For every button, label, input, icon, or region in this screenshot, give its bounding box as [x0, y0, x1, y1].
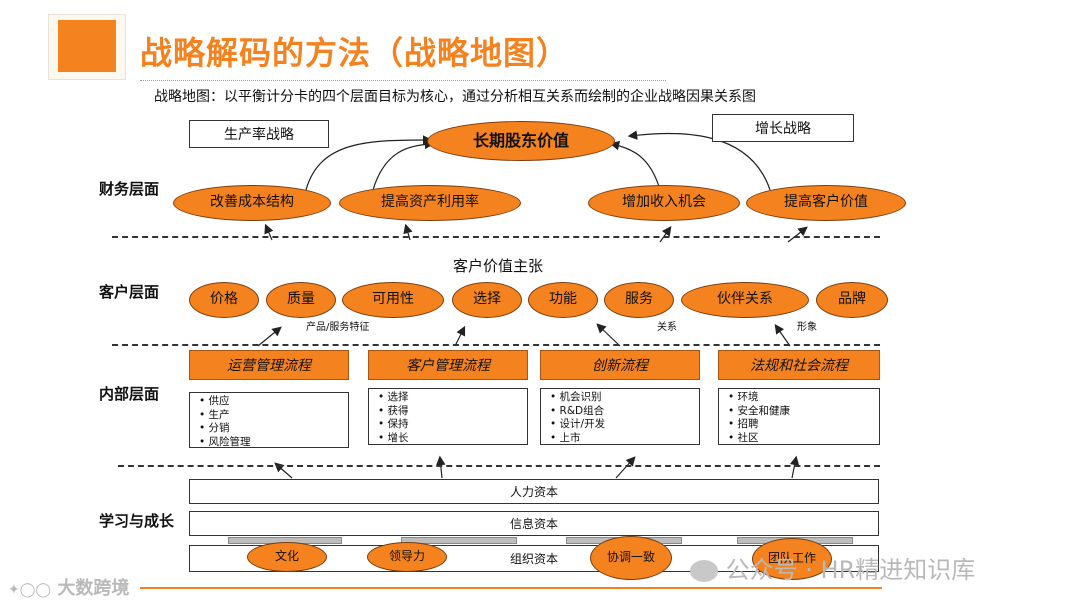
human-capital-bar: 人力资本 [189, 479, 879, 504]
org-culture: 文化 [247, 542, 327, 572]
customer-attribute: 服务 [604, 282, 674, 318]
title-divider [140, 80, 666, 81]
customer-attribute: 质量 [266, 282, 336, 318]
page-subtitle: 战略地图：以平衡计分卡的四个层面目标为核心，通过分析相互关系而绘制的企业战略因果… [154, 89, 756, 105]
process-regulatory-header: 法规和社会流程 [718, 350, 880, 380]
layer-customer-label: 客户层面 [99, 283, 160, 301]
org-alignment: 协调一致 [590, 536, 672, 580]
group-label-image: 形象 [797, 322, 817, 333]
arrow-asset-to-value [372, 139, 435, 191]
customer-attribute: 功能 [528, 282, 598, 318]
customer-attribute: 伙伴关系 [681, 282, 809, 318]
logo-square [58, 20, 116, 72]
group-label-relation: 关系 [657, 322, 677, 333]
process-regulatory-list: 环境安全和健康招聘社区 [718, 388, 880, 445]
org-leadership: 领导力 [367, 542, 447, 572]
group-label-product-service: 产品/服务特征 [306, 322, 370, 333]
customer-attribute: 品牌 [816, 282, 888, 318]
customer-value-title: 客户价值主张 [453, 257, 544, 275]
customer-attribute: 选择 [452, 282, 522, 318]
finance-goal: 提高客户价值 [746, 185, 906, 221]
watermark-right: 公众号 · HR精进知识库 [690, 550, 975, 585]
org-teamwork: 团队工作 [752, 538, 832, 580]
wechat-icon [690, 560, 718, 582]
layer-finance-label: 财务层面 [99, 180, 160, 198]
watermark-left: ✦◯◯ 大数跨境 [8, 578, 130, 599]
process-operations-list: 供应生产分销风险管理 [189, 392, 349, 448]
arrow-revenue-to-value [609, 140, 661, 191]
growth-strategy-box: 增长战略 [712, 114, 854, 142]
process-operations-header: 运营管理流程 [189, 350, 349, 380]
layer-internal-label: 内部层面 [99, 385, 160, 403]
customer-attribute: 价格 [189, 282, 259, 318]
process-customer-list: 选择获得保持增长 [368, 388, 528, 445]
layer-learning-label: 学习与成长 [99, 512, 175, 530]
customer-attribute: 可用性 [342, 282, 444, 318]
finance-goal: 改善成本结构 [173, 185, 331, 221]
process-customer-header: 客户管理流程 [368, 350, 528, 380]
arrow-cost-to-value [305, 135, 433, 191]
divider-customer-internal [112, 344, 880, 346]
finance-goal: 增加收入机会 [588, 185, 740, 221]
footer-accent-line [140, 587, 882, 589]
process-innovation-list: 机会识别R&D组合设计/开发上市 [540, 388, 700, 445]
arrow-customer-to-value [627, 130, 771, 191]
divider-finance-customer [112, 236, 880, 238]
capital-tab [401, 537, 517, 544]
page-title: 战略解码的方法（战略地图） [140, 34, 570, 72]
productivity-strategy-box: 生产率战略 [189, 120, 329, 148]
divider-internal-learning [118, 465, 880, 467]
finance-goal: 提高资产利用率 [339, 185, 521, 221]
information-capital-bar: 信息资本 [189, 511, 879, 536]
long-term-shareholder-value: 长期股东价值 [427, 121, 615, 161]
watermark-logo-icon: ✦◯◯ [8, 582, 52, 598]
process-innovation-header: 创新流程 [540, 350, 700, 380]
